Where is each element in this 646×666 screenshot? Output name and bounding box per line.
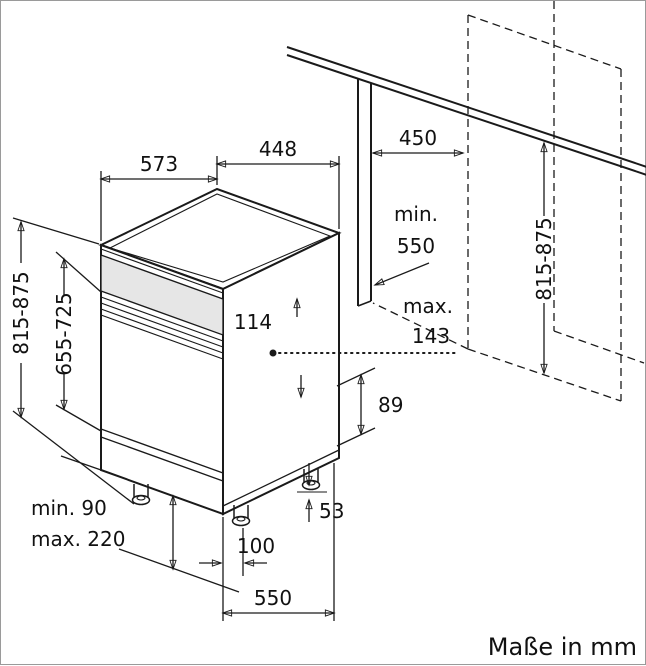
door-bottom-line [100, 428, 224, 474]
cabinet-niche [286, 1, 646, 402]
front-right-foot [231, 505, 251, 527]
dim-655-725: 655-725 [52, 251, 102, 432]
dim-815-875-right-label: 815-875 [532, 217, 556, 301]
handle-grille-line [100, 302, 224, 348]
dim-550-bottom: 550 [221, 463, 336, 621]
top-face-rim [109, 193, 332, 283]
dim-89-label: 89 [378, 393, 403, 417]
dishwasher-body [98, 187, 342, 527]
niche-dashed-floor [553, 330, 645, 364]
niche-dashed-floor [372, 302, 469, 350]
units-caption: Maße in mm [488, 633, 637, 661]
dim-max143-label-2: 143 [412, 324, 450, 348]
control-panel-strip [100, 254, 224, 336]
dim-450-label: 450 [399, 126, 437, 150]
handle-grille-line [100, 296, 224, 342]
dim-min550-label-1: min. [394, 202, 438, 226]
dim-114-label: 114 [234, 310, 272, 334]
dim-89: 89 [336, 367, 403, 447]
floor-extension-line [118, 548, 240, 593]
dim-plinth-height: min. 90 max. 220 [31, 455, 240, 593]
connection-point-dot [269, 349, 277, 357]
appliance-side-face [222, 231, 340, 516]
side-panel-bottom-edge [357, 300, 372, 307]
worktop-edge-line [286, 46, 646, 168]
dim-573-label: 573 [140, 152, 178, 176]
leader-arrow [373, 262, 430, 286]
dim-53: 53 [297, 463, 344, 523]
dim-815-875-left-label: 815-875 [9, 271, 33, 355]
dim-100: 100 [199, 517, 275, 621]
side-bottom-rim-line [222, 449, 340, 507]
extension-line [12, 410, 135, 505]
dim-min-550: min. 550 [373, 202, 438, 286]
dim-min550-label-2: 550 [397, 234, 435, 258]
dim-plinth-max-label: max. 220 [31, 527, 125, 551]
dim-100-label: 100 [237, 534, 275, 558]
extension-line [55, 251, 102, 293]
handle-grille-line [100, 308, 224, 354]
worktop-edge-line [286, 54, 646, 176]
front-top-detail-line [100, 248, 224, 294]
extension-line [12, 217, 100, 245]
dim-53-label: 53 [319, 499, 344, 523]
dim-448: 448 [215, 137, 341, 229]
front-left-foot [131, 484, 151, 506]
dim-plinth-min-label: min. 90 [31, 496, 107, 520]
dim-815-875-right: 815-875 [532, 141, 556, 375]
dim-815-875-left: 815-875 [9, 217, 135, 505]
extension-line [336, 427, 376, 447]
dim-450: 450 [371, 126, 465, 157]
dim-448-label: 448 [259, 137, 297, 161]
dim-550-label: 550 [254, 586, 292, 610]
dim-114: 114 [234, 297, 305, 399]
handle-grille-line [100, 314, 224, 360]
extension-line [55, 404, 102, 432]
dim-max143-label-1: max. [403, 294, 453, 318]
niche-dashed-floor [467, 348, 622, 402]
door-bottom-line [100, 436, 224, 482]
niche-dashed-top [467, 14, 622, 70]
dim-max-143: max. 143 [269, 294, 460, 357]
extension-line [60, 455, 102, 471]
extension-line [336, 367, 376, 387]
dim-655-725-label: 655-725 [52, 292, 76, 376]
